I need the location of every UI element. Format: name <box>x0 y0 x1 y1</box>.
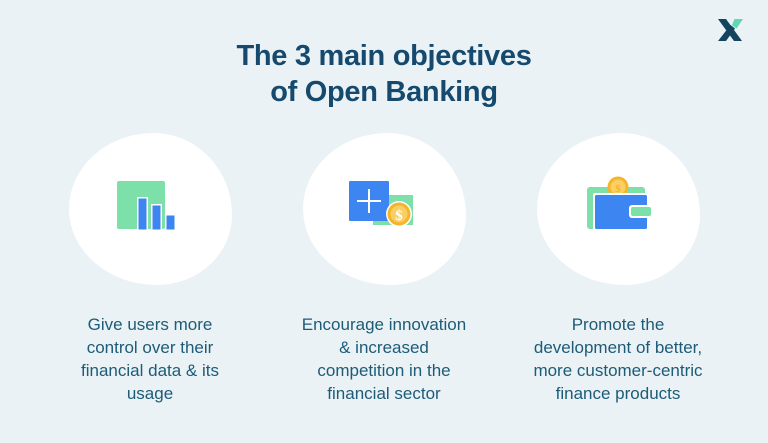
add-money-icon: $ <box>341 173 427 245</box>
objective-item-2: $ Encourage innovation & increased compe… <box>267 133 501 405</box>
page-title-line-2: of Open Banking <box>270 76 498 108</box>
bar-chart-icon <box>107 173 193 245</box>
icon-blob-3: $ <box>536 133 700 285</box>
objective-caption-2: Encourage innovation & increased competi… <box>277 313 492 405</box>
caption-line: usage <box>126 384 174 403</box>
svg-text:$: $ <box>615 183 621 195</box>
bar-chart-glyph <box>117 181 176 231</box>
caption-line: finance products <box>555 384 681 403</box>
svg-text:$: $ <box>395 208 403 224</box>
objective-caption-1: Give users more control over their finan… <box>43 313 258 405</box>
brand-logo <box>714 14 746 46</box>
caption-line: financial sector <box>327 384 441 403</box>
caption-line: Promote the <box>571 315 665 334</box>
caption-line: Give users more <box>87 315 213 334</box>
objective-item-3: $ Promote the development of better, mor… <box>501 133 735 405</box>
page-title: The 3 main objectives of Open Banking <box>0 38 768 110</box>
caption-line: Encourage innovation <box>301 315 467 334</box>
objective-item-1: Give users more control over their finan… <box>33 133 267 405</box>
objectives-row: Give users more control over their finan… <box>0 133 768 405</box>
caption-line: financial data & its <box>81 361 219 380</box>
wallet-glyph: $ <box>587 176 651 231</box>
objective-caption-3: Promote the development of better, more … <box>511 313 726 405</box>
caption-line: control over their <box>86 338 214 357</box>
caption-line: more customer-centric <box>533 361 703 380</box>
x-logo-icon <box>718 19 743 41</box>
icon-blob-2: $ <box>302 133 466 285</box>
add-money-glyph: $ <box>349 181 413 227</box>
caption-line: & increased <box>339 338 429 357</box>
icon-blob-1 <box>68 133 232 285</box>
wallet-icon: $ <box>575 173 661 245</box>
page-title-line-1: The 3 main objectives <box>236 40 532 72</box>
caption-line: development of better, <box>533 338 703 357</box>
caption-line: competition in the <box>317 361 451 380</box>
